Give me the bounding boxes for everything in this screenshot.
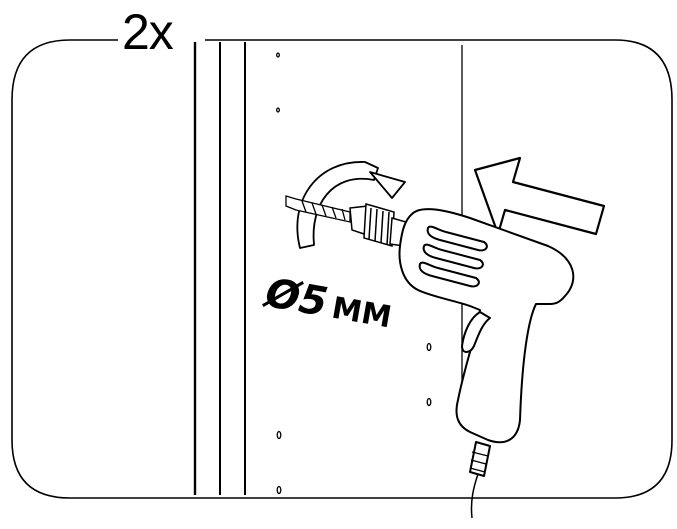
- hole-markers: [276, 52, 432, 495]
- drill-cord: [470, 473, 479, 519]
- arrow-left-icon: [473, 156, 606, 236]
- drill-bit: [285, 195, 351, 223]
- step-frame: [11, 39, 673, 499]
- power-drill-icon: [398, 208, 575, 477]
- drill-unit: MM: [329, 290, 395, 336]
- drill-chuck: [349, 203, 407, 247]
- quantity-label: 2x: [118, 4, 177, 60]
- drill-diameter: Ø5: [262, 270, 331, 327]
